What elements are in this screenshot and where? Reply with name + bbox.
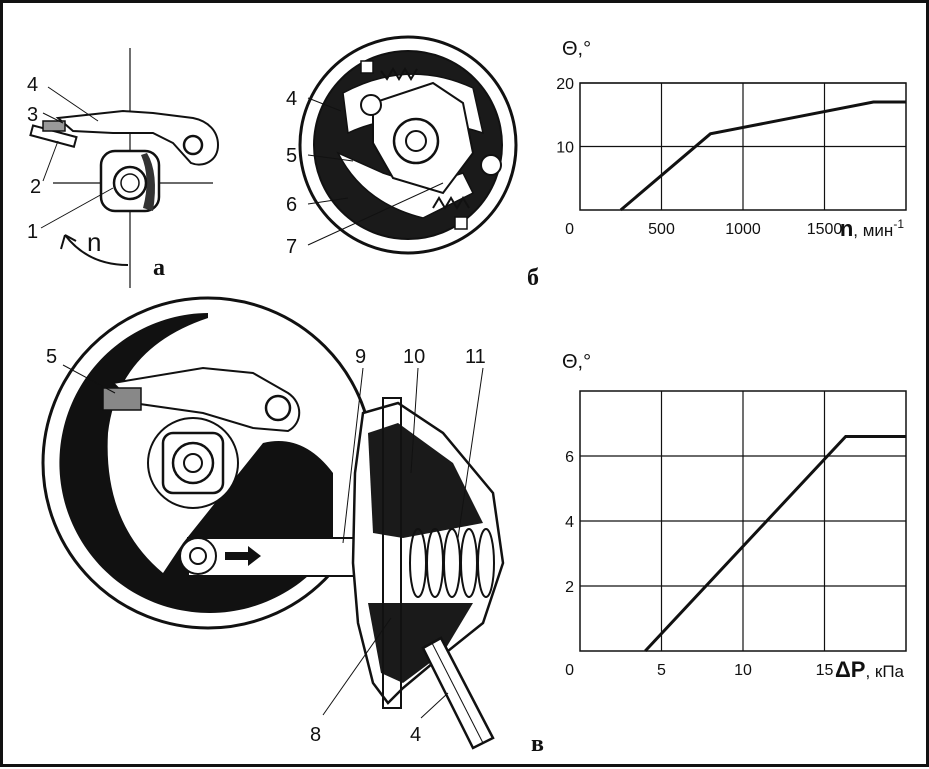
panel-label-b: б	[527, 265, 539, 291]
x-axis-title: ΔP, кПа	[835, 657, 905, 682]
cam-shaft-core	[120, 173, 140, 193]
leader-b-6	[307, 197, 349, 205]
leader-a-4	[47, 86, 99, 122]
rotation-arrow-line	[64, 234, 129, 266]
chamber-upper-shadow	[368, 423, 483, 538]
callout-b-5: 5	[286, 145, 297, 167]
figure-canvas: 4 3 2 1 n а 4 5 6 7 б	[27, 35, 907, 757]
rod-arrow	[225, 546, 261, 566]
y-tick-label: 20	[556, 76, 574, 93]
callout-b-6: 6	[286, 194, 297, 216]
vacuum-pipe-inner	[431, 642, 484, 744]
spring-lower	[432, 196, 470, 210]
breaker-lever-v	[110, 366, 301, 433]
leader-v-9	[342, 367, 364, 544]
x-axis-title: n, мин-1	[840, 216, 904, 241]
leader-v-10	[410, 367, 419, 474]
origin-label: 0	[565, 662, 574, 679]
leader-b-5	[307, 154, 354, 162]
callout-v-9: 9	[355, 346, 366, 368]
panel-label-a: а	[153, 255, 165, 281]
diagram-a: 4 3 2 1 n а	[27, 48, 220, 288]
leader-b-4	[307, 97, 342, 112]
chamber-lower-shadow	[368, 603, 473, 683]
callout-v-11: 11	[465, 346, 486, 368]
y-axis-title: Θ,°	[562, 351, 591, 373]
x-tick-label: 1000	[725, 221, 761, 238]
leader-a-3	[42, 112, 64, 124]
breaker-lever	[55, 109, 220, 166]
diagram-v: 5 9 10 11 8 4 в	[41, 296, 544, 757]
y-tick-label: 4	[565, 514, 574, 531]
y-tick-label: 2	[565, 579, 574, 596]
diagram-b: 4 5 6 7 б	[286, 35, 539, 291]
chart-centrifugal-advance: 500 1000 1500 10 20 0 Θ,° n, мин-1	[556, 38, 907, 241]
callout-a-2: 2	[30, 176, 41, 198]
rotation-label: n	[87, 227, 101, 257]
return-spring	[409, 528, 495, 598]
contact-point-v	[102, 387, 142, 411]
spring-post-lower	[454, 216, 468, 230]
leader-a-2	[42, 140, 59, 182]
chart-vacuum-advance: 5 10 15 2 4 6 0 Θ,° ΔP, кПа	[562, 351, 907, 682]
y-axis-title: Θ,°	[562, 38, 591, 60]
rotation-arrowhead	[60, 234, 77, 250]
x-tick-label: 10	[734, 662, 752, 679]
y-tick-label: 6	[565, 449, 574, 466]
leader-a-1	[40, 187, 114, 229]
panel-label-v: в	[531, 731, 544, 757]
weight-pivot-upper	[360, 94, 382, 116]
weight-pivot-lower	[480, 154, 502, 176]
leader-v-11	[457, 367, 484, 539]
leader-v-8	[322, 617, 392, 716]
y-tick-label: 10	[556, 140, 574, 157]
plot-frame	[579, 82, 907, 211]
plot-frame	[579, 390, 907, 652]
series-line	[644, 435, 906, 653]
cam-shaft-core-v	[183, 453, 203, 473]
callout-v-4: 4	[410, 724, 421, 746]
callout-a-4: 4	[27, 74, 38, 96]
callout-b-4: 4	[286, 88, 297, 110]
cam-shadow	[141, 153, 155, 211]
contact-point	[42, 120, 66, 132]
x-tick-label: 500	[648, 221, 675, 238]
callout-b-7: 7	[286, 236, 297, 258]
origin-label: 0	[565, 221, 574, 238]
series-line	[619, 100, 906, 212]
callout-v-10: 10	[403, 346, 425, 368]
x-tick-label: 1500	[807, 221, 843, 238]
callout-a-1: 1	[27, 221, 38, 243]
x-tick-label: 5	[657, 662, 666, 679]
spring-post-upper	[360, 60, 374, 74]
leader-b-7	[307, 182, 444, 246]
callout-v-8: 8	[310, 724, 321, 746]
spring-upper	[380, 67, 418, 81]
lever-pivot-v	[264, 394, 292, 422]
callout-v-5: 5	[46, 346, 57, 368]
diaphragm	[382, 397, 402, 709]
rod-eye-hole	[189, 547, 207, 565]
leader-v-5	[62, 364, 116, 394]
x-tick-label: 15	[816, 662, 834, 679]
leader-v-4	[420, 692, 449, 719]
central-hub-hole	[405, 130, 427, 152]
lever-pivot	[182, 134, 204, 156]
callout-a-3: 3	[27, 104, 38, 126]
